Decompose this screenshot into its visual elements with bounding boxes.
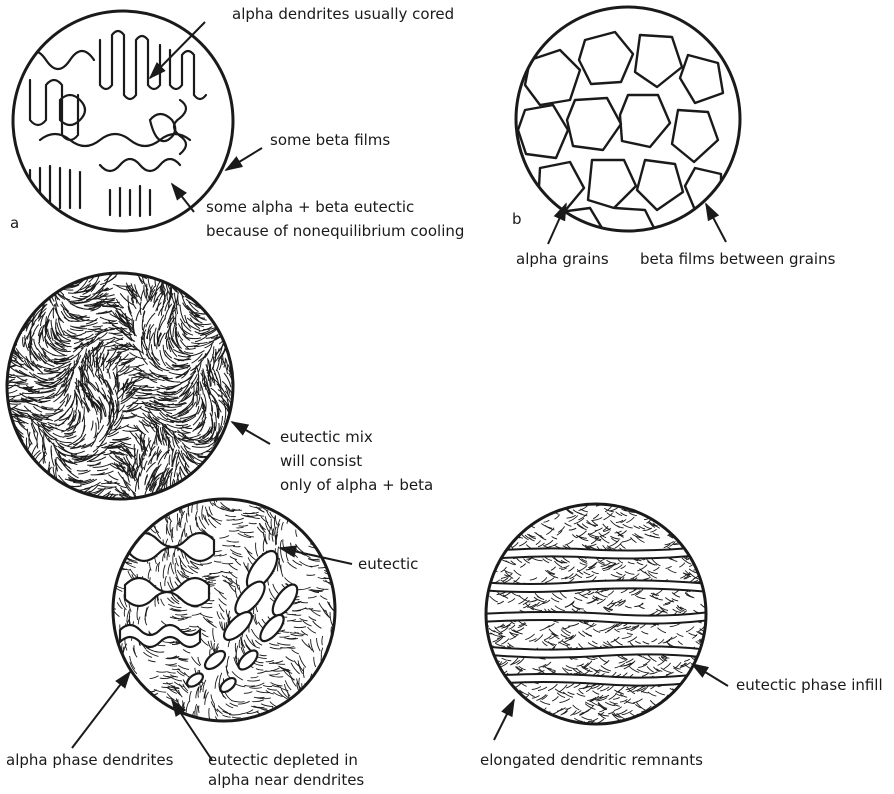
label-d-depleted-line2: alpha near dendrites [208,768,364,792]
panel-c-micrograph [0,268,235,507]
label-a-dendrites: alpha dendrites usually cored [232,2,454,26]
label-c-line1: eutectic mix [280,425,373,449]
arrow-d-depleted [172,700,212,760]
panel-d-micrograph [108,495,335,724]
arrow-b-grains [548,204,566,244]
label-a-eutectic-line2: because of nonequilibrium cooling [206,219,464,243]
arrow-b-films [706,204,726,242]
label-d-eutectic: eutectic [358,552,418,576]
label-c-line2: will consist [280,449,362,473]
arrow-e-infill [692,664,728,686]
arrow-a-dendrites [150,22,205,78]
arrow-c-eutectic [232,422,270,444]
label-b-grains: alpha grains [516,247,609,271]
label-a-eutectic-line1: some alpha + beta eutectic [206,195,414,219]
panel-b-micrograph [516,7,740,231]
label-d-dendrites: alpha phase dendrites [6,748,173,772]
panel-a-micrograph [13,11,233,231]
arrow-a-beta-films [226,148,262,170]
label-e-remnants: elongated dendritic remnants [480,748,703,772]
arrow-d-dendrites [72,672,130,748]
label-b-films: beta films between grains [640,247,835,271]
arrow-a-eutectic [172,184,194,212]
panel-b-letter: b [512,210,522,228]
label-a-beta-films: some beta films [270,128,390,152]
label-c-line3: only of alpha + beta [280,473,433,497]
label-e-infill: eutectic phase infill [736,673,883,697]
panel-e-micrograph [480,500,710,729]
panel-a-letter: a [10,214,19,232]
arrow-e-remnants [494,700,514,740]
